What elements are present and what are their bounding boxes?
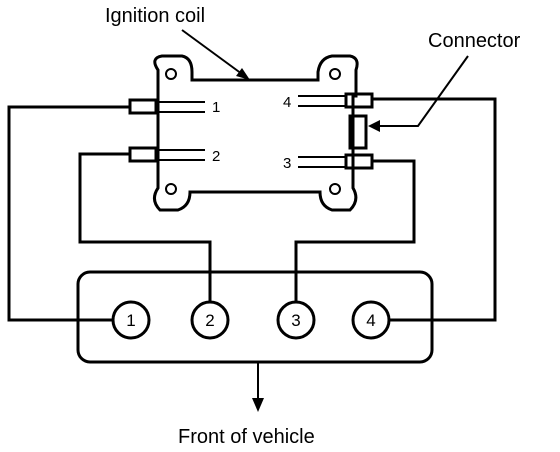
coil-terminal-2-boot xyxy=(128,146,158,163)
coil-terminal-3-number: 3 xyxy=(283,155,291,172)
coil-mounting-hole xyxy=(329,183,341,195)
coil-terminal-3-boot xyxy=(344,153,374,170)
connector-leader xyxy=(378,55,469,127)
connector-label: Connector xyxy=(428,30,521,52)
ignition-coil-arrowhead xyxy=(236,68,250,80)
coil-connector xyxy=(348,114,368,150)
coil-terminal-1-boot xyxy=(128,98,158,115)
connector-arrowhead xyxy=(368,120,380,132)
coil-terminal-4-boot xyxy=(344,92,374,109)
cylinder-2-number: 2 xyxy=(205,311,214,330)
engine-block xyxy=(76,270,434,364)
wire-terminal-4-to-cylinder-4 xyxy=(372,97,497,322)
front-of-vehicle-label: Front of vehicle xyxy=(178,426,315,448)
coil-mounting-hole xyxy=(165,68,177,80)
coil-terminal-2-number: 2 xyxy=(212,148,220,165)
ignition-coil-body xyxy=(153,54,359,212)
coil-terminal-1-number: 1 xyxy=(212,99,220,116)
wire-terminal-1-to-cylinder-1 xyxy=(7,105,130,322)
cylinder-1-number: 1 xyxy=(126,311,135,330)
coil-terminal-4-number: 4 xyxy=(283,94,291,111)
front-arrowhead xyxy=(252,398,264,412)
ignition-coil-label: Ignition coil xyxy=(105,5,205,27)
coil-mounting-hole xyxy=(329,68,341,80)
cylinder-4-number: 4 xyxy=(366,311,375,330)
wire-terminal-2-to-cylinder-2 xyxy=(78,152,212,302)
ignition-coil-leader xyxy=(181,29,243,75)
cylinder-3-number: 3 xyxy=(291,311,300,330)
coil-mounting-hole xyxy=(165,183,177,195)
wire-terminal-3-to-cylinder-3 xyxy=(294,159,416,302)
